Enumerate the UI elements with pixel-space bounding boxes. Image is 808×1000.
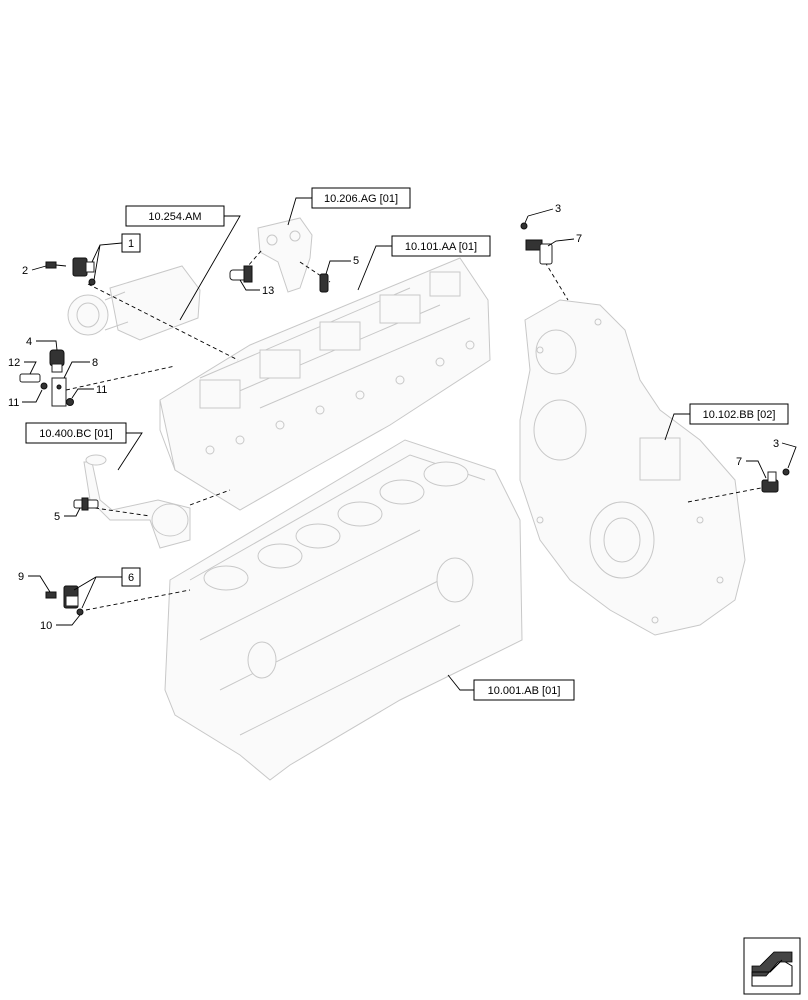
leader-line <box>56 614 81 626</box>
leader-line <box>63 361 90 379</box>
callout-number: 6 <box>128 572 134 584</box>
leader-line <box>179 215 241 321</box>
assembly-path <box>85 589 191 611</box>
leader-line <box>36 340 58 351</box>
sensor-part-5-tube <box>73 497 99 511</box>
assembly-path <box>544 261 569 301</box>
reference-10-400-bc[interactable]: 10.400.BC [01] <box>25 422 127 444</box>
leader-line <box>64 507 81 517</box>
screw-part-12 <box>19 373 48 390</box>
assembly-path <box>239 249 263 276</box>
leader-line <box>71 388 94 399</box>
leader-line <box>28 575 51 593</box>
leader-line <box>117 432 143 471</box>
page-turn-icon[interactable] <box>743 937 801 995</box>
callout-box-6[interactable]: 6 <box>121 567 141 587</box>
reference-label: 10.206.AG [01] <box>324 193 398 205</box>
reference-10-001-ab[interactable]: 10.001.AB [01] <box>473 679 575 701</box>
callout-4[interactable]: 4 <box>26 336 32 348</box>
leader-line <box>664 413 690 441</box>
assembly-path <box>189 489 231 506</box>
sensor-part-7-right <box>761 468 790 493</box>
reference-label: 10.102.BB [02] <box>703 409 776 421</box>
cylinder-head-drawing <box>159 257 491 511</box>
callout-box-1[interactable]: 1 <box>121 233 141 253</box>
leader-line <box>239 279 260 291</box>
sensor-part-13 <box>229 265 253 283</box>
callout-10[interactable]: 10 <box>40 620 52 632</box>
callout-5-left[interactable]: 5 <box>54 511 60 523</box>
reference-label: 10.400.BC [01] <box>39 428 112 440</box>
callout-3-top[interactable]: 3 <box>555 203 561 215</box>
sensor-part-7-top <box>520 222 553 265</box>
leader-line <box>325 260 351 275</box>
thermostat-housing-drawing <box>67 265 201 341</box>
callout-12[interactable]: 12 <box>8 357 20 369</box>
callout-11-left[interactable]: 11 <box>8 397 19 409</box>
leader-line <box>91 242 123 281</box>
reference-label: 10.001.AB [01] <box>488 685 561 697</box>
leader-line <box>357 245 392 291</box>
speed-sensor-part-6 <box>45 585 84 616</box>
callout-5-top[interactable]: 5 <box>353 255 359 267</box>
leader-line <box>287 197 312 226</box>
seal-ring-part-11 <box>66 398 74 406</box>
leader-line <box>746 460 767 479</box>
callout-3-right[interactable]: 3 <box>773 438 779 450</box>
leader-line <box>547 238 575 247</box>
leader-line <box>31 265 47 271</box>
bracket-drawing <box>257 217 313 293</box>
leader-line <box>781 442 797 469</box>
reference-label: 10.254.AM <box>148 211 201 223</box>
reference-label: 10.101.AA [01] <box>405 241 477 253</box>
callout-11-right[interactable]: 11 <box>96 384 107 396</box>
leader-line <box>524 215 529 224</box>
assembly-path <box>687 486 767 503</box>
timing-cover-drawing <box>519 299 746 636</box>
oil-tube-drawing <box>83 454 191 549</box>
callout-13[interactable]: 13 <box>262 285 274 297</box>
screw-part-2 <box>45 261 67 269</box>
leader-line <box>527 208 554 217</box>
callout-9[interactable]: 9 <box>18 571 24 583</box>
leader-line <box>73 576 122 609</box>
adapter-block-part-8 <box>51 377 67 407</box>
reference-10-206-ag[interactable]: 10.206.AG [01] <box>311 187 411 209</box>
leader-line <box>447 674 474 691</box>
callout-7-top[interactable]: 7 <box>576 233 582 245</box>
callout-2[interactable]: 2 <box>22 265 28 277</box>
leader-line <box>24 361 37 375</box>
leader-line <box>22 389 43 403</box>
reference-10-102-bb[interactable]: 10.102.BB [02] <box>689 403 789 425</box>
assembly-path <box>94 507 151 517</box>
reference-10-101-aa[interactable]: 10.101.AA [01] <box>391 235 491 257</box>
temperature-sensor-part-1 <box>72 257 96 286</box>
callout-number: 1 <box>128 238 134 250</box>
callout-7-right[interactable]: 7 <box>736 456 742 468</box>
reference-10-254-am[interactable]: 10.254.AM <box>125 205 225 227</box>
assembly-path <box>65 365 176 391</box>
engine-block-drawing <box>164 439 523 781</box>
sensor-part-5-head <box>319 273 329 293</box>
assembly-path <box>87 283 239 361</box>
callout-8[interactable]: 8 <box>92 357 98 369</box>
sensor-part-4 <box>49 349 65 373</box>
